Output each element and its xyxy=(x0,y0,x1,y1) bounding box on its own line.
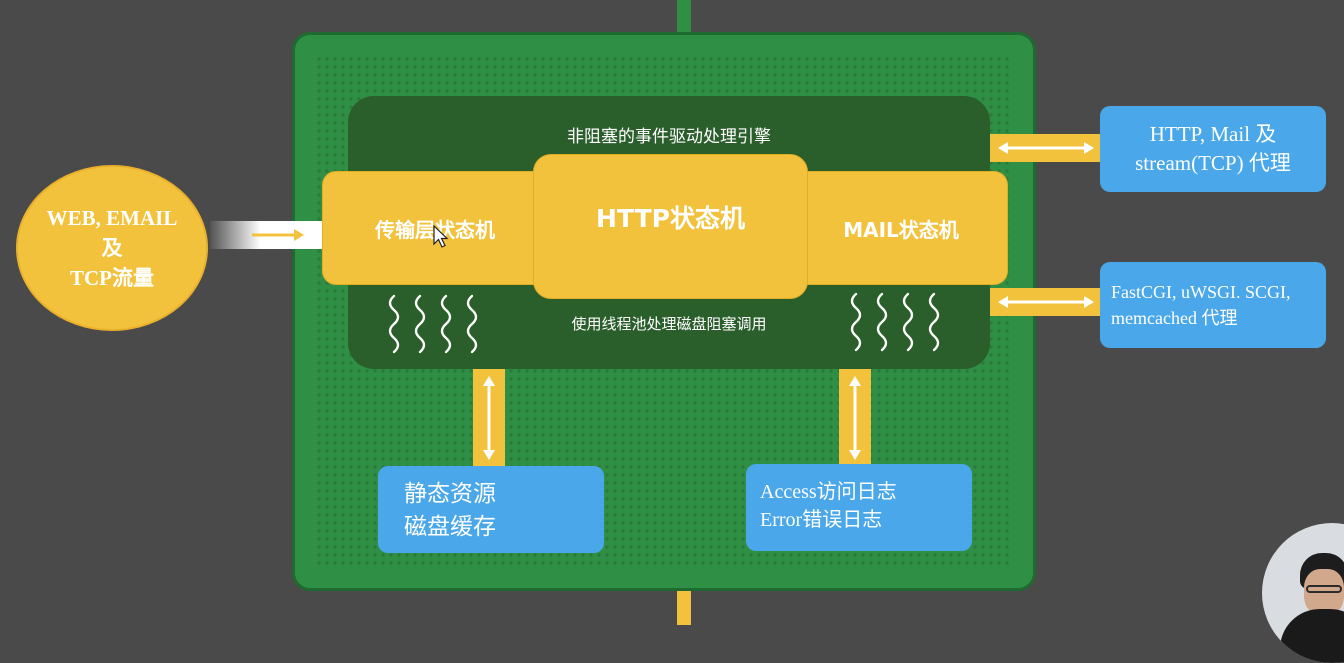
static-cache-line2: 磁盘缓存 xyxy=(404,511,604,544)
logs-box: Access访问日志 Error错误日志 xyxy=(746,464,972,551)
static-cache-box: 静态资源 磁盘缓存 xyxy=(378,466,604,553)
mouse-cursor-icon xyxy=(433,225,449,249)
static-cache-line1: 静态资源 xyxy=(404,478,604,511)
proxy-http-mail-box: HTTP, Mail 及 stream(TCP) 代理 xyxy=(1100,106,1326,192)
http-state-machine-label: HTTP状态机 xyxy=(596,199,745,235)
http-state-machine: HTTP状态机 xyxy=(533,154,808,299)
input-arrow-icon xyxy=(250,226,306,244)
logs-line2: Error错误日志 xyxy=(760,506,972,534)
double-arrow-icon-top xyxy=(996,138,1096,158)
double-arrow-icon-bottom xyxy=(996,292,1096,312)
double-arrow-icon-logs xyxy=(845,374,865,462)
input-line3: TCP流量 xyxy=(70,263,154,293)
input-traffic-circle: WEB, EMAIL 及 TCP流量 xyxy=(16,165,208,331)
input-line1: WEB, EMAIL xyxy=(47,203,178,233)
presenter-webcam xyxy=(1262,523,1344,663)
proxy-http-mail-line1: HTTP, Mail 及 xyxy=(1100,120,1326,149)
wave-icon-left xyxy=(380,292,490,354)
wave-icon-right xyxy=(842,290,952,352)
presenter-shoulders xyxy=(1280,609,1344,663)
bottom-connector-line xyxy=(677,585,691,625)
engine-top-label: 非阻塞的事件驱动处理引擎 xyxy=(348,122,990,147)
mail-state-machine: MAIL状态机 xyxy=(794,171,1008,285)
proxy-fastcgi-line2: memcached 代理 xyxy=(1111,305,1326,331)
proxy-fastcgi-box: FastCGI, uWSGI. SCGI, memcached 代理 xyxy=(1100,262,1326,348)
presenter-glasses xyxy=(1306,585,1342,593)
mail-state-machine-label: MAIL状态机 xyxy=(843,214,959,243)
input-line2: 及 xyxy=(102,233,123,263)
logs-line1: Access访问日志 xyxy=(760,478,972,506)
double-arrow-icon-static xyxy=(479,374,499,462)
proxy-fastcgi-line1: FastCGI, uWSGI. SCGI, xyxy=(1111,279,1326,305)
proxy-http-mail-line2: stream(TCP) 代理 xyxy=(1100,149,1326,178)
